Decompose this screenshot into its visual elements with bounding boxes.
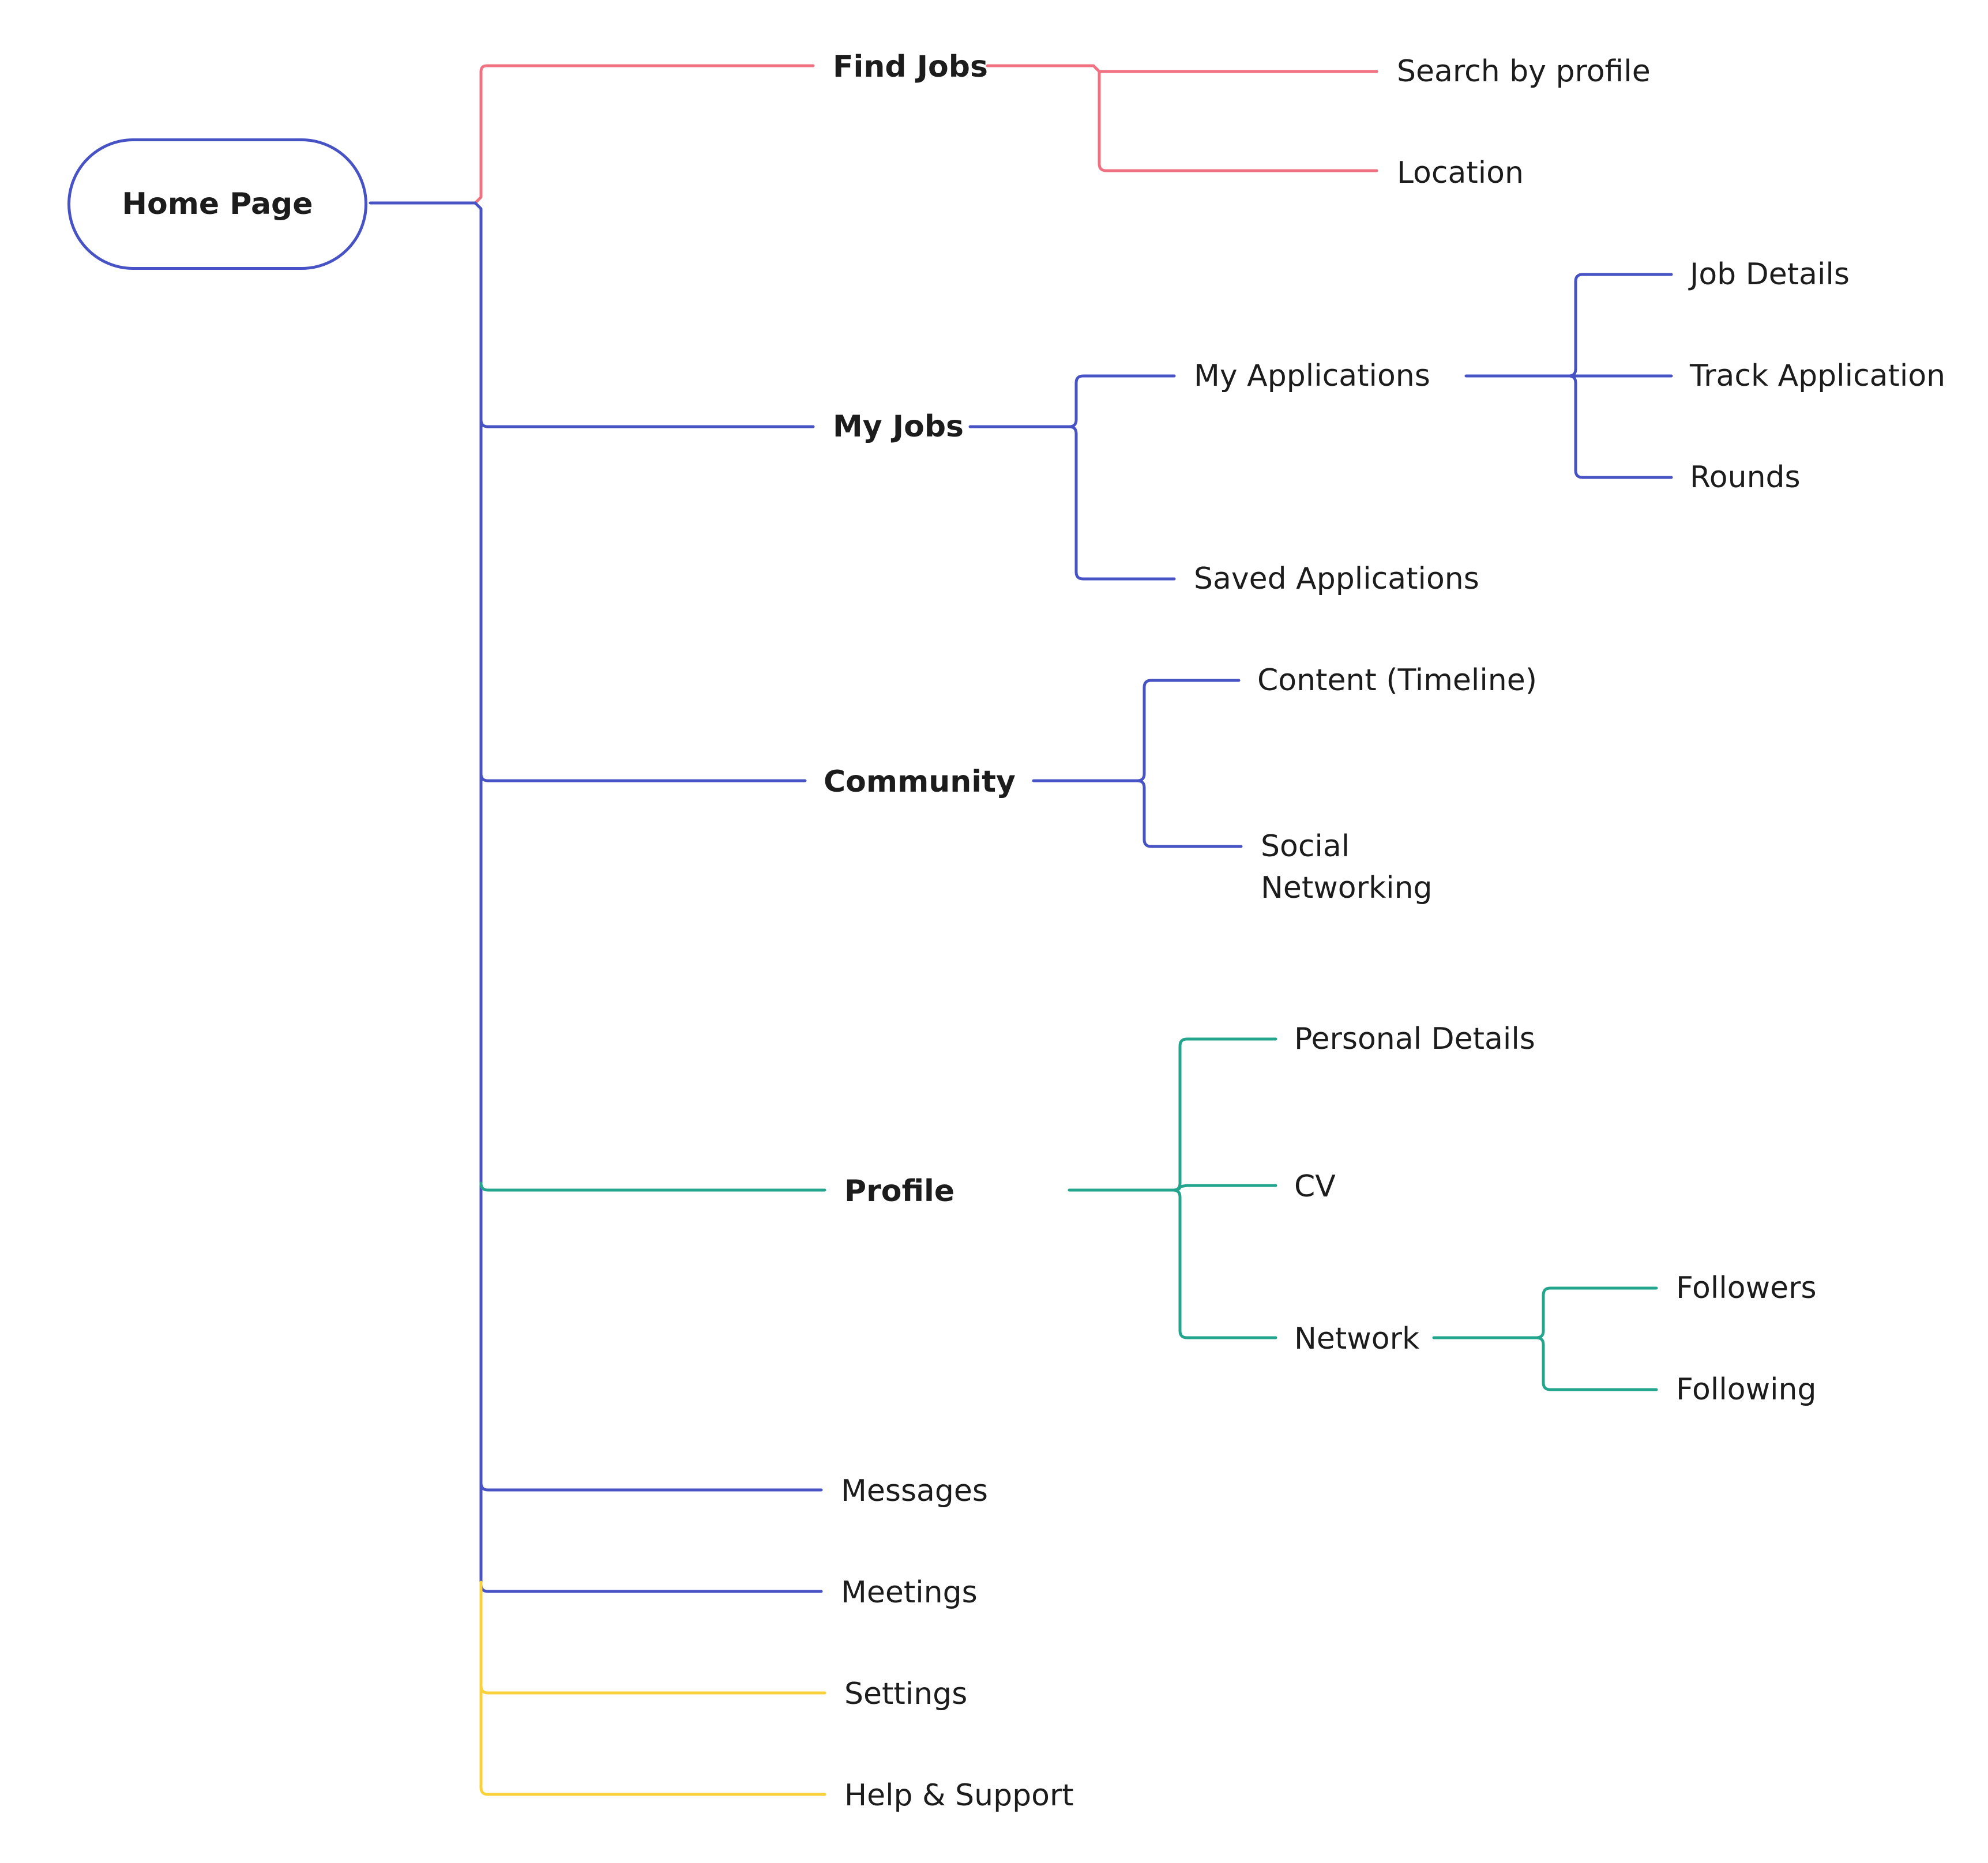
social-networking-node[interactable]: Social Networking	[1261, 829, 1433, 905]
followers-node[interactable]: Followers	[1676, 1271, 1817, 1305]
following-node[interactable]: Following	[1676, 1372, 1817, 1407]
my-applications-node[interactable]: My Applications	[1194, 359, 1430, 393]
find-jobs-node[interactable]: Find Jobs	[833, 50, 988, 84]
find-jobs-connectors	[473, 64, 1378, 205]
job-details-node[interactable]: Job Details	[1690, 257, 1850, 292]
home-page-label: Home Page	[122, 187, 313, 221]
network-node[interactable]: Network	[1294, 1322, 1420, 1356]
profile-connectors	[479, 1037, 1658, 1391]
home-page-node[interactable]: Home Page	[67, 138, 367, 270]
track-application-node[interactable]: Track Application	[1690, 359, 1946, 393]
my-jobs-node[interactable]: My Jobs	[833, 409, 964, 444]
meetings-node[interactable]: Meetings	[841, 1575, 978, 1610]
settings-help-connectors	[479, 1580, 826, 1796]
cv-node[interactable]: CV	[1294, 1169, 1336, 1204]
location-node[interactable]: Location	[1397, 156, 1524, 190]
content-timeline-node[interactable]: Content (Timeline)	[1257, 663, 1538, 698]
rounds-node[interactable]: Rounds	[1690, 460, 1801, 495]
profile-node[interactable]: Profile	[844, 1174, 955, 1209]
help-support-node[interactable]: Help & Support	[844, 1778, 1074, 1813]
search-by-profile-node[interactable]: Search by profile	[1397, 54, 1651, 89]
blue-connectors	[369, 201, 1673, 1593]
community-node[interactable]: Community	[824, 765, 1016, 799]
settings-node[interactable]: Settings	[844, 1677, 968, 1711]
saved-applications-node[interactable]: Saved Applications	[1194, 562, 1479, 596]
personal-details-node[interactable]: Personal Details	[1294, 1022, 1535, 1056]
messages-node[interactable]: Messages	[841, 1474, 988, 1508]
